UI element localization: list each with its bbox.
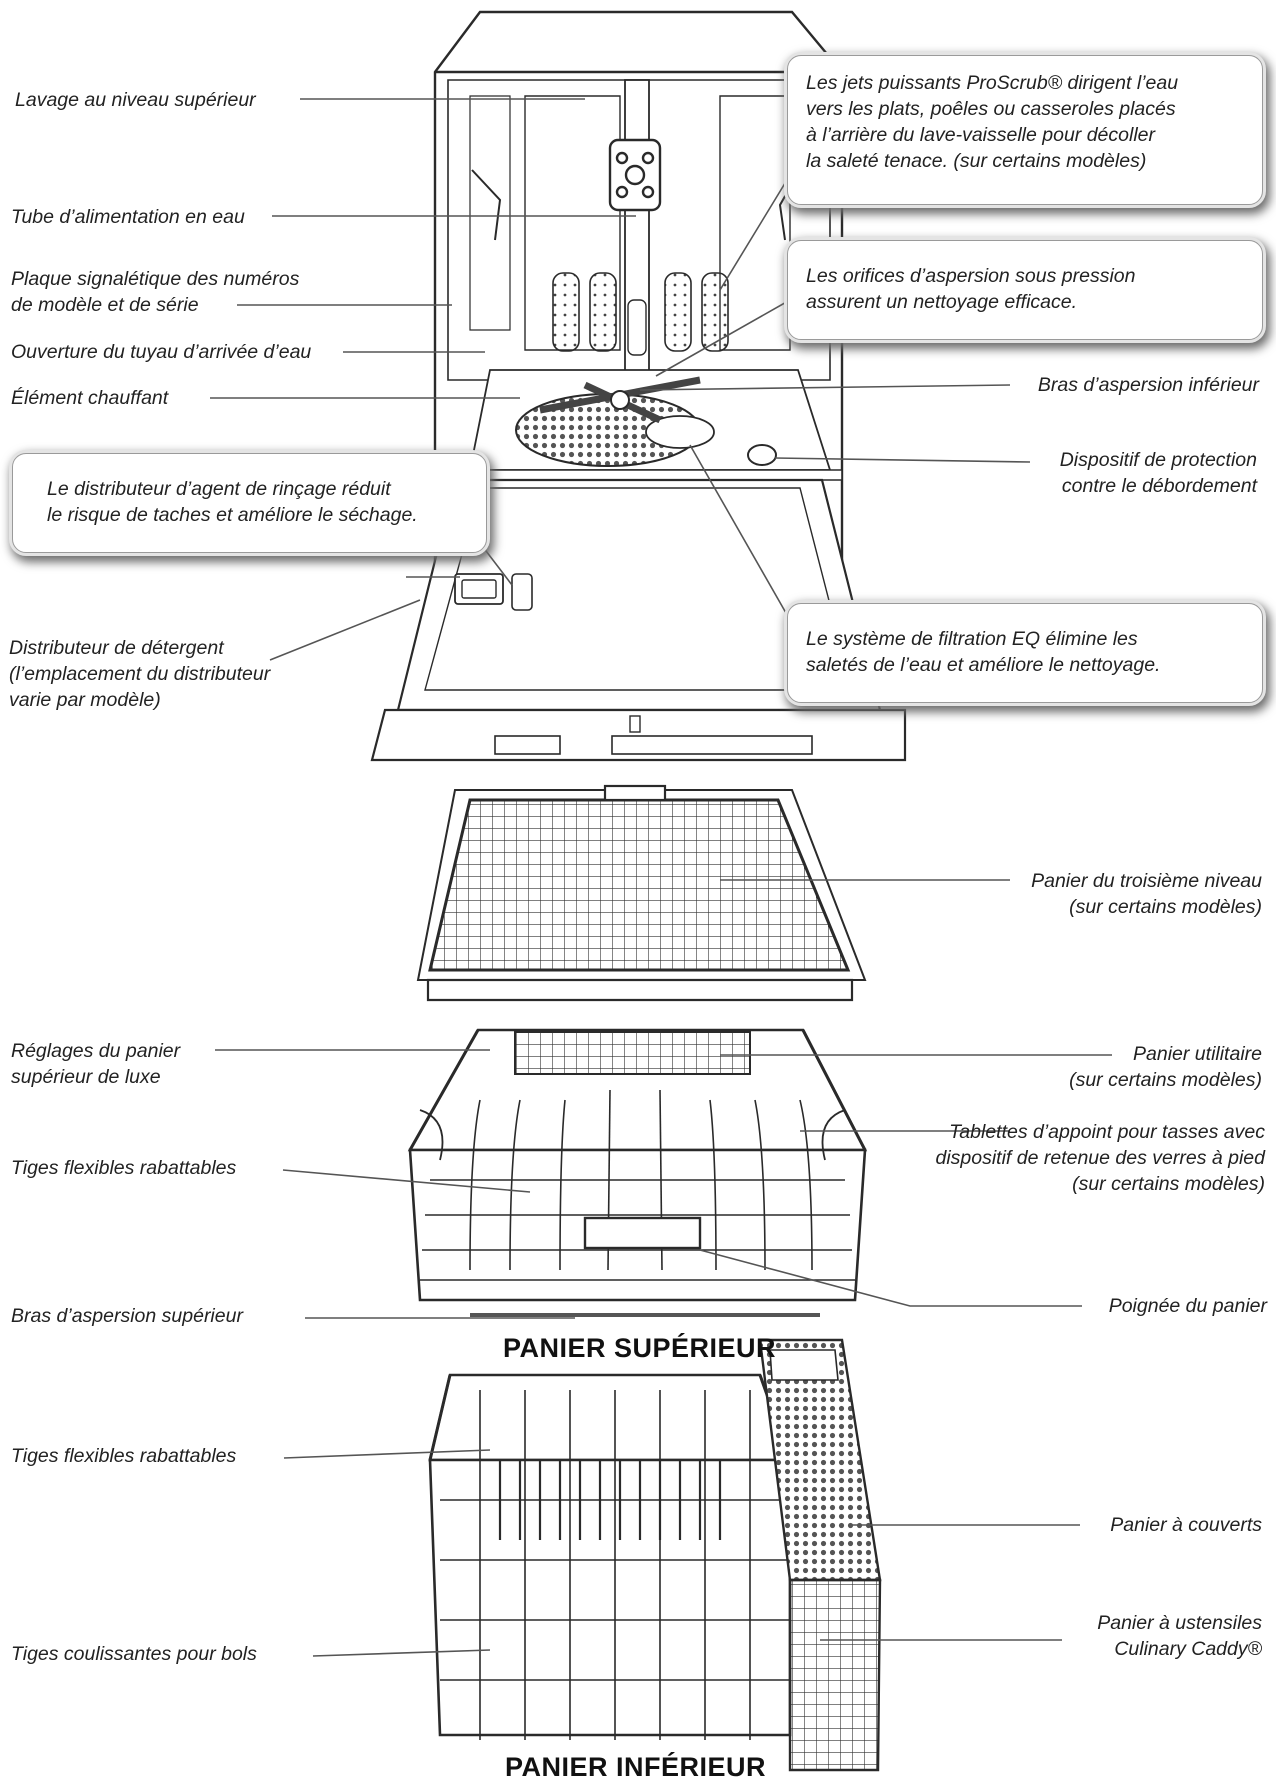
label-heating-element: Élément chauffant (11, 387, 169, 409)
label-third-level-rack: Panier du troisième niveau(sur certains … (1031, 870, 1262, 918)
label-lower-spray-arm: Bras d’aspersion inférieur (1037, 374, 1259, 396)
label-bowl-tines: Tiges coulissantes pour bols (11, 1643, 257, 1665)
leader-lines (210, 98, 1112, 1657)
label-inlet-opening: Ouverture du tuyau d’arrivée d’eau (11, 341, 312, 363)
dishwasher-tub (370, 10, 907, 762)
label-upper-level-wash: Lavage au niveau supérieur (15, 89, 256, 111)
callout-proscrub: Les jets puissants ProScrub® dirigent l’… (787, 55, 1263, 205)
label-water-feed-tube: Tube d’alimentation en eau (11, 206, 245, 228)
lower-rack-title: PANIER INFÉRIEUR (505, 1752, 767, 1782)
label-lower-fold-down-tines: Tiges flexibles rabattables (11, 1445, 237, 1467)
third-level-rack (416, 784, 867, 1002)
label-upper-spray-arm: Bras d’aspersion supérieur (11, 1305, 243, 1327)
upper-rack (407, 1028, 868, 1317)
lower-rack (428, 1338, 882, 1772)
label-utility-basket: Panier utilitaire(sur certains modèles) (1069, 1043, 1262, 1091)
label-rack-handle: Poignée du panier (1108, 1295, 1267, 1317)
callout-rinse-aid: Le distributeur d’agent de rinçage rédui… (12, 453, 487, 553)
label-silverware-basket: Panier à couverts (1110, 1514, 1262, 1536)
upper-rack-title: PANIER SUPÉRIEUR (503, 1333, 777, 1363)
label-detergent-dispenser: Distributeur de détergent(l’emplacement … (9, 637, 271, 711)
label-upper-fold-down-tines: Tiges flexibles rabattables (11, 1157, 237, 1179)
